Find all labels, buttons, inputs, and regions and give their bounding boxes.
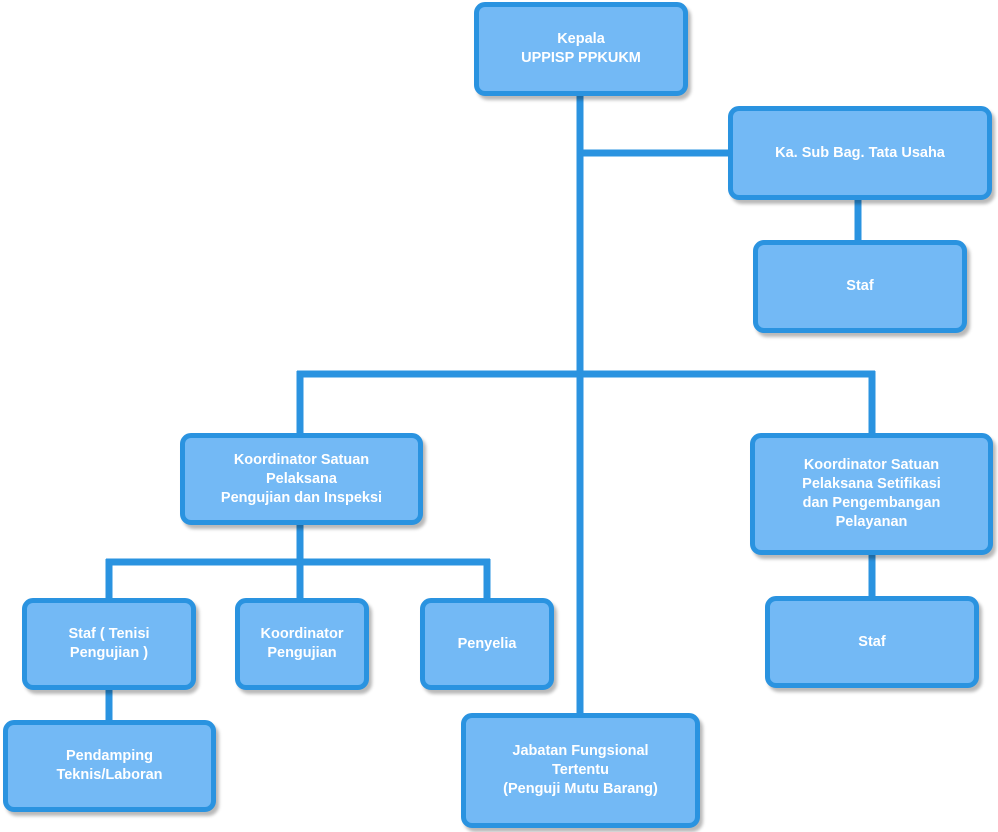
node-koordinator-pengujian: Koordinator Pengujian [235, 598, 369, 690]
node-staf-setifikasi: Staf [765, 596, 979, 688]
node-staf-tata-usaha: Staf [753, 240, 967, 333]
node-pendamping: Pendamping Teknis/Laboran [3, 720, 216, 812]
node-koordinator-pengujian-inspeksi: Koordinator Satuan Pelaksana Pengujian d… [180, 433, 423, 525]
node-jabatan-fungsional: Jabatan Fungsional Tertentu (Penguji Mut… [461, 713, 700, 828]
node-koordinator-setifikasi: Koordinator Satuan Pelaksana Setifikasi … [750, 433, 993, 555]
node-kepala: Kepala UPPISP PPKUKM [474, 2, 688, 96]
node-staf-tenisi: Staf ( Tenisi Pengujian ) [22, 598, 196, 690]
node-tata-usaha: Ka. Sub Bag. Tata Usaha [728, 106, 992, 200]
node-penyelia: Penyelia [420, 598, 554, 690]
